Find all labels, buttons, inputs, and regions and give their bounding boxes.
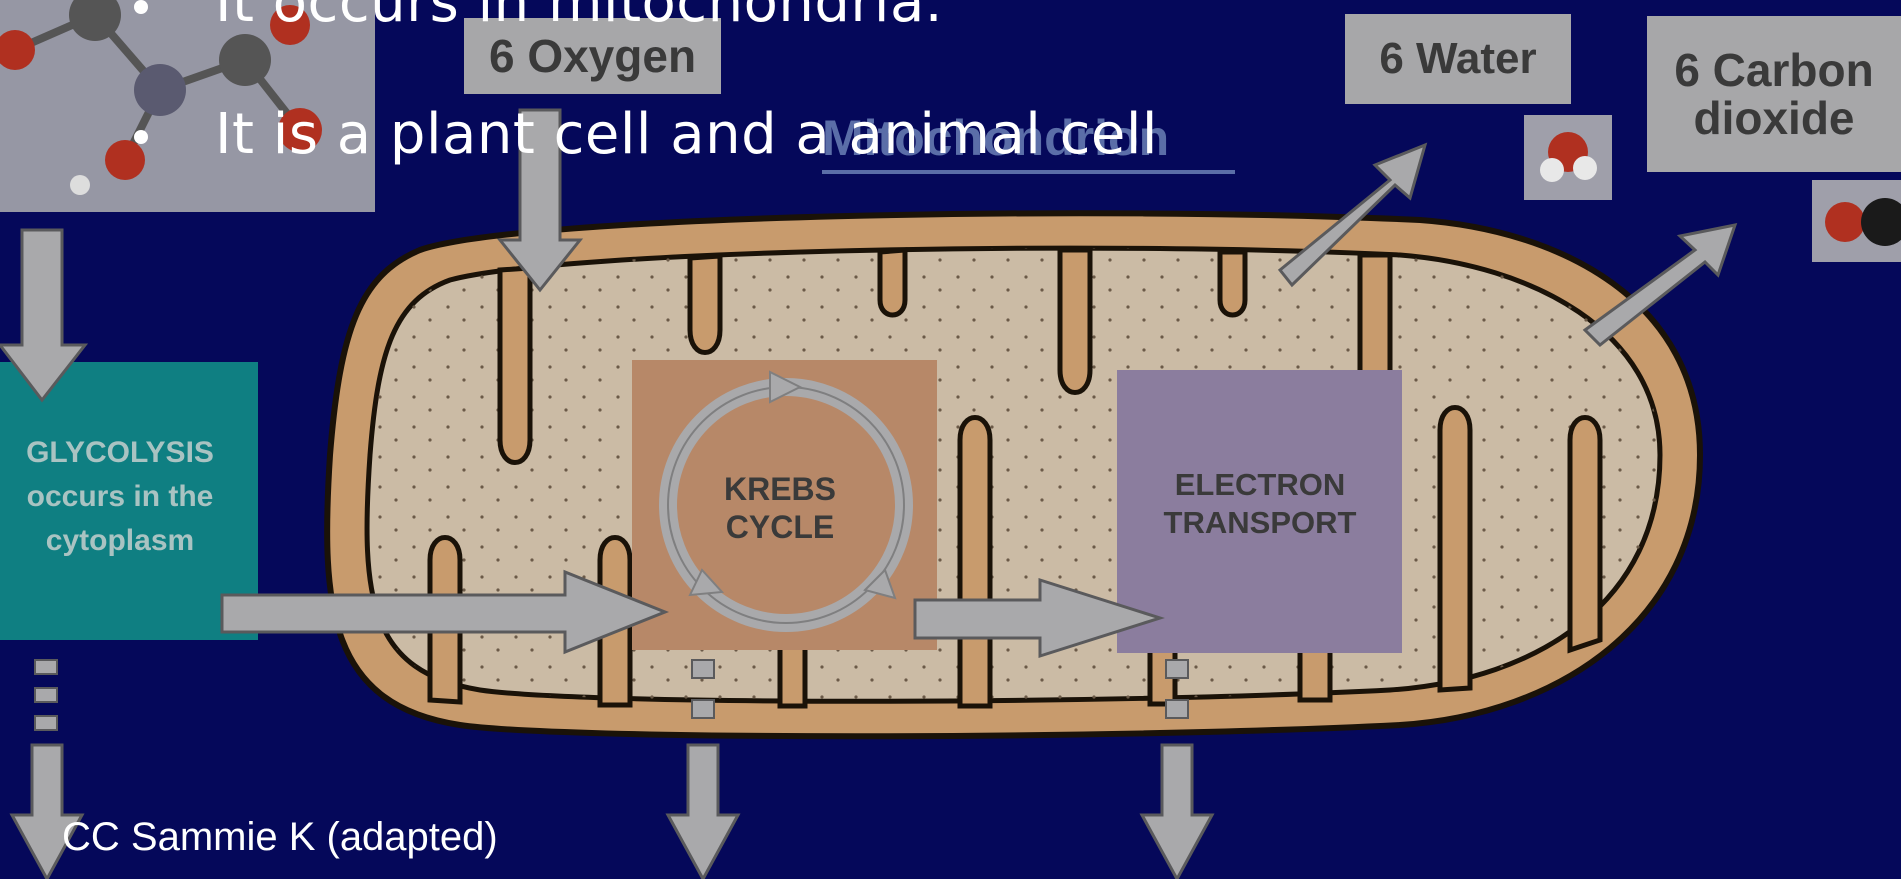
arrow-bottom-electron bbox=[1142, 745, 1212, 879]
glycolysis-label-3: cytoplasm bbox=[46, 524, 194, 557]
water-box: 6 Water bbox=[1345, 14, 1571, 104]
carbon-dioxide-label-1: 6 Carbon bbox=[1674, 46, 1873, 94]
image-credit: CC Sammie K (adapted) bbox=[62, 815, 498, 860]
krebs-label-2: CYCLE bbox=[726, 509, 834, 545]
bullet-dot-2 bbox=[134, 130, 148, 144]
electron-label-2: TRANSPORT bbox=[1164, 505, 1357, 540]
krebs-label-1: KREBS bbox=[724, 471, 836, 507]
electron-label-1: ELECTRON bbox=[1175, 467, 1346, 502]
carbon-dioxide-label-2: dioxide bbox=[1693, 94, 1854, 142]
mitochondrion bbox=[327, 213, 1700, 736]
bullet-dot-1 bbox=[134, 0, 148, 14]
oxygen-label: 6 Oxygen bbox=[489, 32, 696, 80]
bullet-1: It occurs in mitochondria. bbox=[215, 0, 943, 35]
water-label: 6 Water bbox=[1379, 36, 1536, 82]
glycolysis-label-1: GLYCOLYSIS bbox=[26, 436, 214, 469]
arrow-bottom-krebs bbox=[668, 745, 738, 879]
bullet-2: It is a plant cell and a animal cell bbox=[215, 102, 1158, 167]
carbon-dioxide-box: 6 Carbon dioxide bbox=[1647, 16, 1901, 172]
glycolysis-label-2: occurs in the bbox=[27, 480, 214, 513]
